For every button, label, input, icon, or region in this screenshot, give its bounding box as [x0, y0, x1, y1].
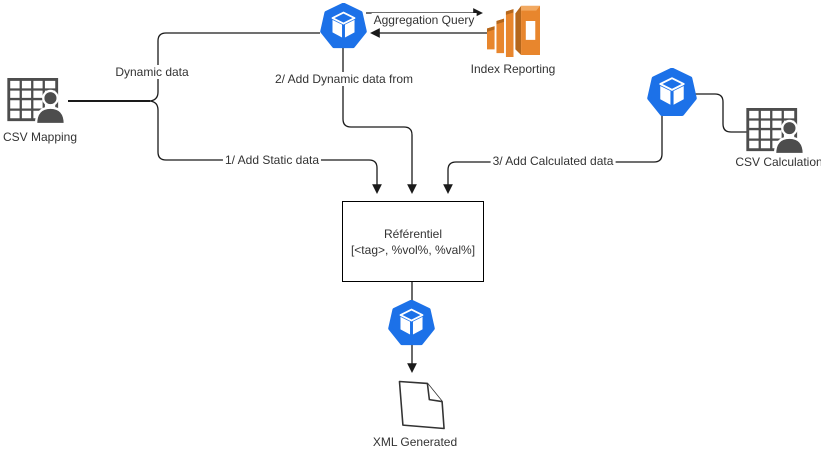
connector-dynamic-data	[149, 32, 320, 102]
csv-mapping-node[interactable]	[7, 78, 69, 126]
aggregator-cube-node[interactable]	[320, 2, 367, 50]
connector-add-dynamic	[342, 45, 417, 194]
csv-mapping-label: CSV Mapping	[0, 130, 80, 144]
csv-calculation-label: CSV Calculation	[733, 155, 821, 169]
add-dynamic-label: 2/ Add Dynamic data from	[272, 72, 416, 86]
referentiel-title: Référentiel	[383, 226, 443, 241]
csv-table-person-icon	[7, 78, 66, 126]
index-reporting-node[interactable]	[487, 2, 540, 57]
csv-calculation-node[interactable]	[746, 108, 808, 156]
calculation-cube-node[interactable]	[647, 67, 697, 118]
xml-generator-cube-node[interactable]	[388, 299, 435, 347]
referentiel-box[interactable]: Référentiel [<tag>, %vol%, %val%]	[342, 201, 484, 282]
cube-icon	[647, 67, 697, 117]
document-icon	[398, 380, 445, 430]
xml-document-node[interactable]	[398, 380, 447, 431]
referentiel-subtitle: [<tag>, %vol%, %val%]	[350, 242, 476, 257]
cube-icon	[320, 2, 367, 49]
add-static-label: 1/ Add Static data	[222, 153, 322, 167]
aggregation-query-label: Aggregation Query	[371, 13, 477, 27]
connector-cube-csvcalc	[695, 93, 747, 133]
index-reporting-icon	[487, 5, 540, 57]
add-calculated-label: 3/ Add Calculated data	[490, 154, 616, 168]
cube-icon	[388, 299, 435, 346]
dynamic-data-label: Dynamic data	[113, 65, 191, 79]
xml-generated-label: XML Generated	[370, 435, 460, 449]
index-reporting-label: Index Reporting	[468, 62, 558, 76]
csv-table-person-icon	[746, 108, 805, 156]
connector-add-static	[149, 100, 382, 194]
connector-add-calculated	[443, 112, 663, 194]
